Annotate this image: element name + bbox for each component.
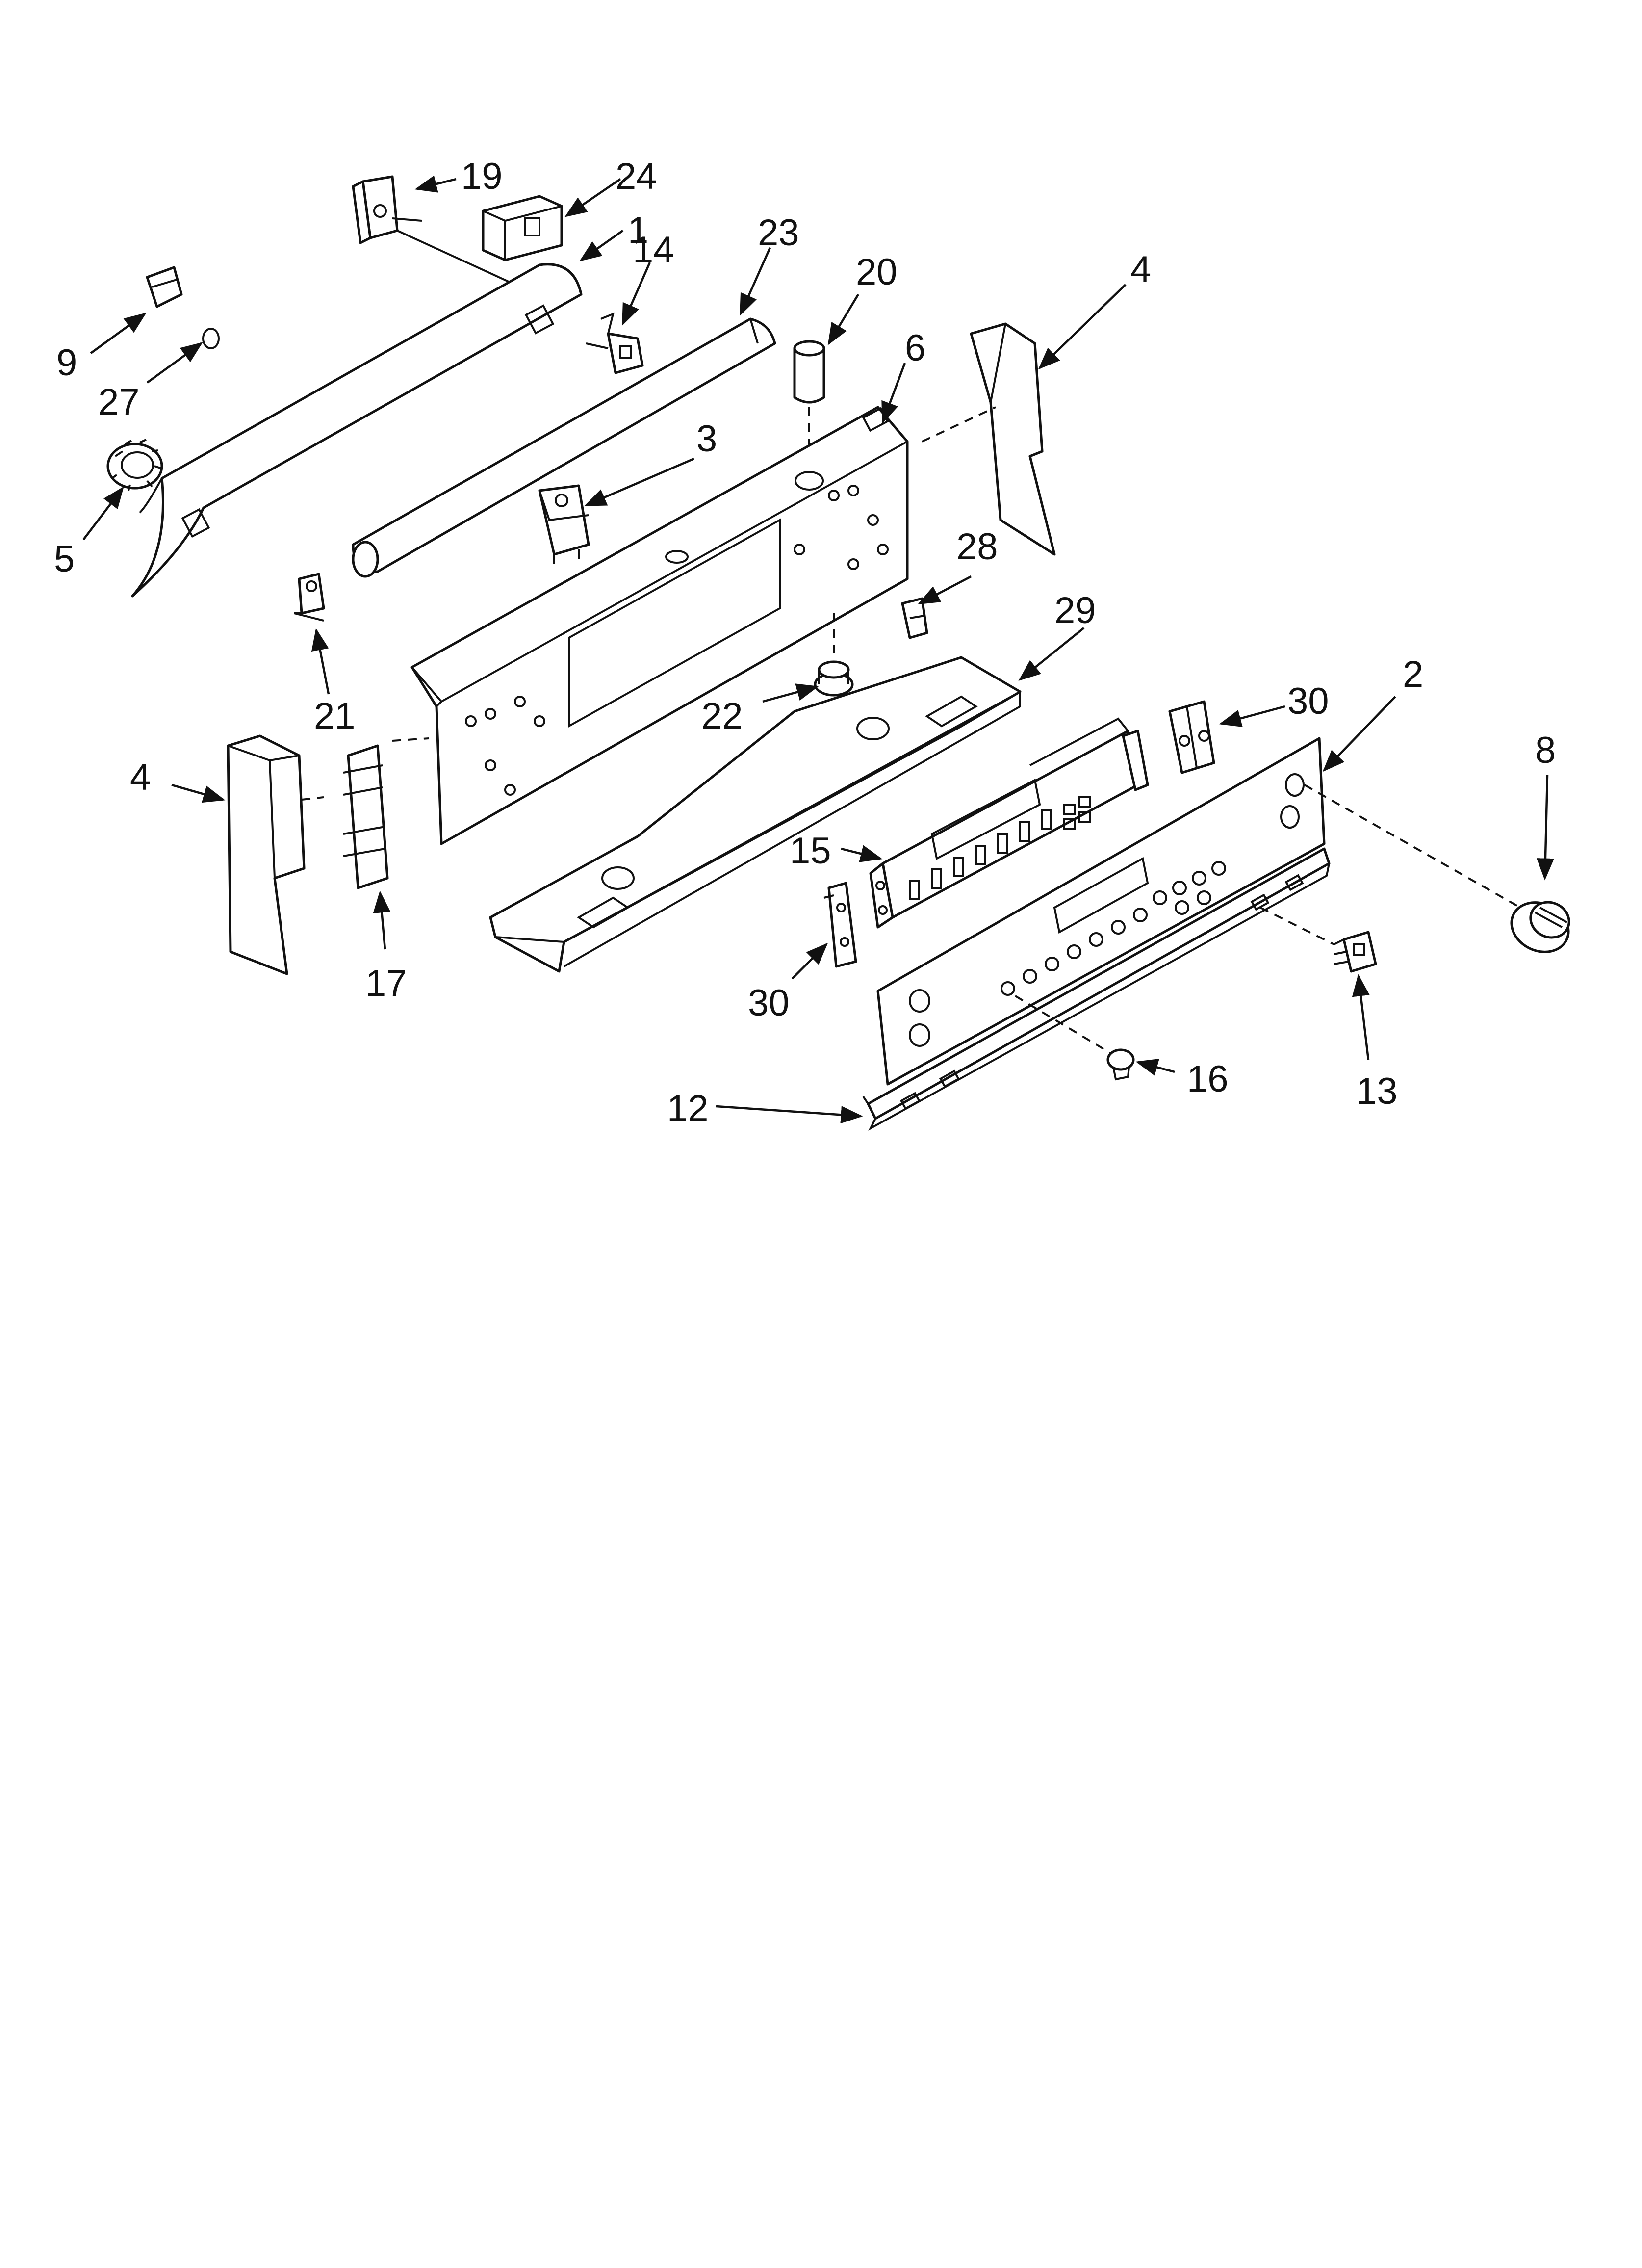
callout-20: 20 <box>856 251 898 293</box>
part-22-grommet <box>814 613 854 697</box>
part-23-fluorescent-tube <box>352 317 776 578</box>
callout-30-lower: 30 <box>748 982 790 1024</box>
leader-lines <box>82 175 1554 1124</box>
part-16-button <box>1106 1048 1135 1081</box>
callout-6: 6 <box>905 327 925 369</box>
part-28-clip <box>901 597 928 639</box>
callout-30-upper: 30 <box>1287 680 1329 722</box>
callout-27: 27 <box>98 381 140 423</box>
callout-12: 12 <box>667 1088 709 1129</box>
callout-16: 16 <box>1187 1058 1229 1100</box>
callout-8: 8 <box>1535 730 1556 771</box>
part-8-knob <box>1510 901 1570 953</box>
part-3-switch-block <box>538 484 590 564</box>
callout-19: 19 <box>461 156 503 197</box>
callout-5: 5 <box>54 538 75 580</box>
callout-1: 1 <box>628 209 648 251</box>
part-29-base-plate <box>489 656 1022 973</box>
part-13-selector-switch <box>1334 931 1377 973</box>
part-12-trim-strip <box>862 847 1334 1131</box>
callout-15: 15 <box>790 830 831 872</box>
callout-21: 21 <box>314 695 356 737</box>
callout-29: 29 <box>1054 590 1096 631</box>
part-14-lamp-socket <box>586 312 644 374</box>
callout-2: 2 <box>1403 653 1423 695</box>
callout-14: 14 <box>633 229 674 271</box>
part-6-mounting-bracket <box>410 406 909 845</box>
callout-9: 9 <box>56 342 77 384</box>
part-30-lower-bracket <box>823 882 857 968</box>
part-9-clip <box>146 266 183 308</box>
callout-4-left: 4 <box>130 756 151 798</box>
callout-24: 24 <box>616 156 657 197</box>
part-17-wire-clip-strip <box>343 737 430 889</box>
part-30-upper-bracket <box>1168 700 1215 774</box>
callout-4-right: 4 <box>1130 249 1151 290</box>
callout-17: 17 <box>365 963 407 1004</box>
part-21-small-bracket <box>294 573 325 622</box>
part-4-right-end-cap <box>922 322 1056 556</box>
callout-23: 23 <box>758 212 799 254</box>
callout-labels: 19 24 1 14 23 20 4 6 3 9 27 5 28 29 21 2… <box>54 156 1556 1129</box>
part-4-left-end-cap <box>227 734 324 975</box>
part-15-control-board <box>869 717 1149 929</box>
part-1-upper-cover <box>131 263 583 598</box>
callout-22: 22 <box>701 695 743 737</box>
part-2-control-panel <box>876 737 1521 1086</box>
callout-3: 3 <box>696 418 717 460</box>
callout-13: 13 <box>1356 1070 1398 1112</box>
part-5-gear <box>106 439 163 491</box>
part-24-relay-box <box>482 195 563 261</box>
callout-28: 28 <box>956 526 998 568</box>
part-19-switch <box>352 175 515 286</box>
part-27-ring <box>202 328 220 349</box>
